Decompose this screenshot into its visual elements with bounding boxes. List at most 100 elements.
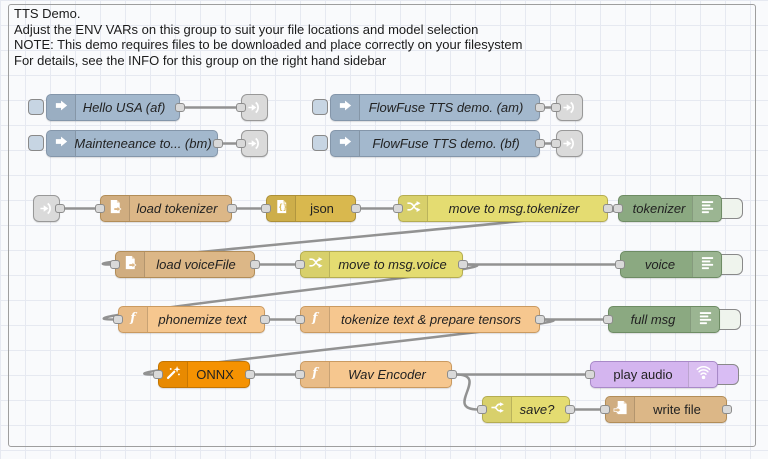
node-onnx[interactable]: ONNX [153,361,255,388]
output-port[interactable] [245,370,255,379]
output-port[interactable] [447,370,457,379]
node-inject-maintenance[interactable]: Mainteneance to... (bm) [28,130,223,157]
output-port[interactable] [458,260,468,269]
inject-button[interactable] [28,99,44,115]
node-move-to-msg-tokenizer[interactable]: move to msg.tokenizer [393,195,613,222]
node-body[interactable]: voice [620,251,722,278]
node-json[interactable]: {}json [261,195,361,222]
node-debug-tokenizer[interactable]: tokenizer [613,195,743,222]
node-play-audio[interactable]: play audio [585,361,739,388]
input-port[interactable] [236,139,246,148]
function-f-icon: f [126,310,141,330]
node-write-file[interactable]: write file [600,396,732,423]
node-body[interactable]: load tokenizer [100,195,232,222]
node-body[interactable]: move to msg.tokenizer [398,195,608,222]
input-port[interactable] [551,103,561,112]
output-port[interactable] [722,405,732,414]
input-port[interactable] [295,315,305,324]
output-port[interactable] [535,139,545,148]
input-port[interactable] [236,103,246,112]
node-body[interactable]: FlowFuse TTS demo. (bf) [330,130,540,157]
node-body[interactable]: ONNX [158,361,250,388]
wire[interactable] [102,263,479,321]
inject-button[interactable] [312,99,328,115]
input-port[interactable] [95,204,105,213]
input-port[interactable] [153,370,163,379]
wire[interactable] [454,373,480,411]
input-port[interactable] [585,370,595,379]
node-label: tokenize text & prepare tensors [341,312,521,327]
input-port[interactable] [393,204,403,213]
node-inject-flowfuse-am[interactable]: FlowFuse TTS demo. (am) [312,94,545,121]
node-body[interactable]: Mainteneance to... (bm) [46,130,218,157]
node-label: move to msg.voice [338,257,447,272]
icon-box [301,252,330,277]
input-port[interactable] [295,370,305,379]
wire[interactable] [143,318,555,376]
inject-arrow-icon [338,98,353,118]
output-port[interactable] [55,204,65,213]
node-load-tokenizer[interactable]: load tokenizer [95,195,237,222]
node-tokenize-text[interactable]: f tokenize text & prepare tensors [295,306,545,333]
group-box[interactable] [8,4,756,447]
node-body[interactable]: move to msg.voice [300,251,463,278]
node-body[interactable]: play audio [590,361,718,388]
node-body[interactable]: f tokenize text & prepare tensors [300,306,540,333]
node-load-voicefile[interactable]: load voiceFile [110,251,260,278]
magic-wand-icon [166,365,181,385]
node-body[interactable]: {}json [266,195,356,222]
icon-box [331,95,360,120]
output-port[interactable] [227,204,237,213]
inject-arrow-icon [54,134,69,154]
node-switch-save[interactable]: save? [477,396,575,423]
output-port[interactable] [351,204,361,213]
output-port[interactable] [250,260,260,269]
node-move-to-msg-voice[interactable]: move to msg.voice [295,251,468,278]
inject-button[interactable] [28,135,44,151]
node-debug-full-msg[interactable]: full msg [603,306,741,333]
svg-text:{}: {} [278,202,287,211]
node-body[interactable]: full msg [608,306,720,333]
input-port[interactable] [551,139,561,148]
output-port[interactable] [603,204,613,213]
node-label: FlowFuse TTS demo. (am) [368,100,524,115]
output-port[interactable] [535,103,545,112]
node-body[interactable] [33,195,60,222]
node-link-out-3[interactable] [551,94,583,121]
node-body[interactable]: load voiceFile [115,251,255,278]
output-port[interactable] [535,315,545,324]
svg-text:f: f [311,310,319,324]
output-port[interactable] [175,103,185,112]
node-link-out-2[interactable] [236,130,268,157]
input-port[interactable] [110,260,120,269]
node-link-out-1[interactable] [236,94,268,121]
node-body[interactable]: Hello USA (af) [46,94,180,121]
node-inject-hello-usa[interactable]: Hello USA (af) [28,94,185,121]
input-port[interactable] [600,405,610,414]
output-port[interactable] [260,315,270,324]
input-port[interactable] [113,315,123,324]
node-body[interactable]: FlowFuse TTS demo. (am) [330,94,540,121]
input-port[interactable] [613,204,623,213]
input-port[interactable] [295,260,305,269]
node-link-out-4[interactable] [551,130,583,157]
input-port[interactable] [477,405,487,414]
node-inject-flowfuse-bf[interactable]: FlowFuse TTS demo. (bf) [312,130,545,157]
inject-button[interactable] [312,135,328,151]
output-port[interactable] [565,405,575,414]
icon-box [483,397,512,422]
output-port[interactable] [213,139,223,148]
input-port[interactable] [261,204,271,213]
node-body[interactable]: write file [605,396,727,423]
input-port[interactable] [603,315,613,324]
node-link-in-1[interactable] [33,195,65,222]
node-body[interactable]: save? [482,396,570,423]
input-port[interactable] [615,260,625,269]
node-debug-voice[interactable]: voice [615,251,743,278]
node-body[interactable]: tokenizer [618,195,722,222]
